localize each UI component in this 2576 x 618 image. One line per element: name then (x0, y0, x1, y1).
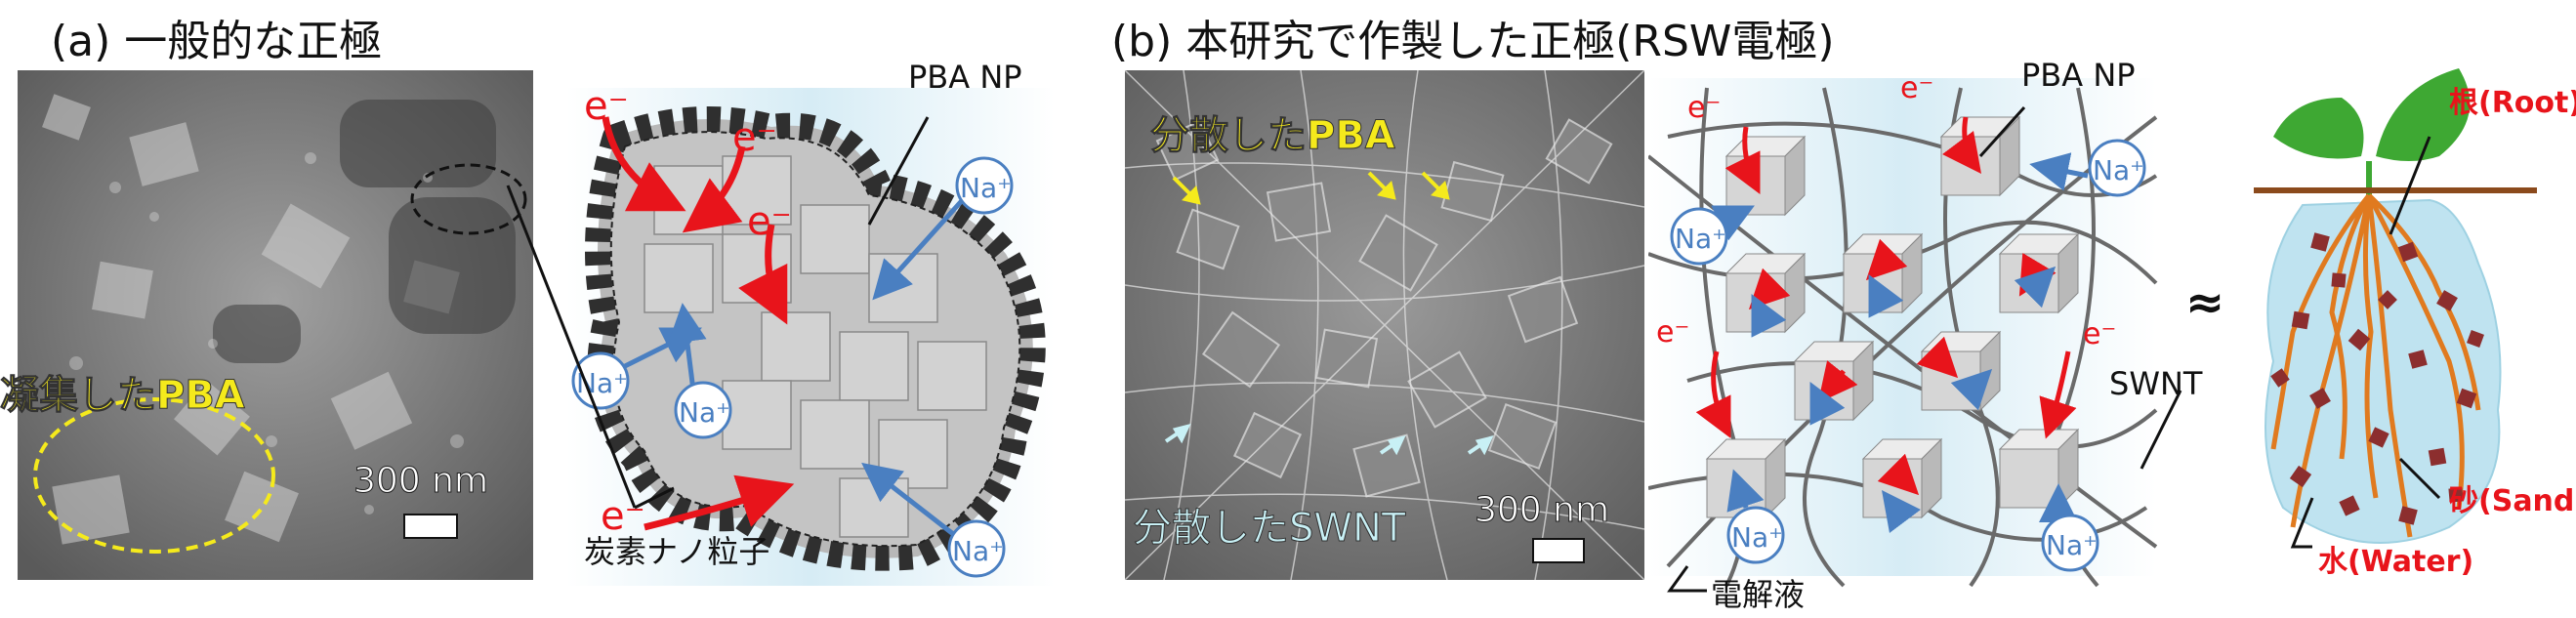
root-pointer (2389, 136, 2431, 235)
svg-text:Na⁺: Na⁺ (679, 396, 730, 429)
pba-pointer-b (1978, 105, 2026, 158)
pba-pointer-a (867, 116, 930, 226)
electrolyte-label: 電解液 (1711, 576, 1806, 613)
electron-label: e⁻ (2083, 317, 2116, 351)
svg-text:Na⁺: Na⁺ (960, 172, 1012, 204)
electron-label: e⁻ (1656, 315, 1689, 350)
swnt-pointer (2140, 390, 2182, 470)
svg-text:Na⁺: Na⁺ (1675, 223, 1726, 255)
dispersed-swnt-label: 分散したSWNT (1132, 506, 1406, 552)
sodium-arrows-a (613, 193, 969, 539)
panel-b-title: (b) 本研究で作製した正極(RSW電極) (1111, 17, 1835, 66)
water-pointer (2290, 497, 2314, 549)
svg-text:Na⁺: Na⁺ (1731, 521, 1783, 554)
sodium-ion-b: Na⁺ (1670, 207, 1728, 266)
sodium-ion-a: Na⁺ (674, 381, 732, 439)
dispersed-pba-label: 分散したPBA (1150, 113, 1396, 159)
electron-label: e⁻ (1900, 71, 1933, 105)
schematic-a: e⁻ e⁻ e⁻ e⁻ Na⁺ Na⁺ Na⁺ Na⁺ (566, 84, 1055, 586)
sem-image-a (18, 70, 533, 580)
sodium-arrows-b (1711, 152, 2089, 533)
electrolyte-pointer (1667, 565, 1707, 593)
scalebar-a (403, 514, 458, 539)
electron-label: e⁻ (747, 199, 792, 244)
leaf-icon (2273, 68, 2471, 195)
svg-text:Na⁺: Na⁺ (2046, 529, 2098, 561)
agg-highlight-circle (33, 397, 275, 554)
ground-line (2254, 187, 2537, 193)
scalebar-a-label: 300 nm (353, 461, 489, 502)
agg-pba-label: 凝集したPBA (0, 373, 245, 419)
carbon-pointer-lines (506, 185, 675, 510)
sodium-ion-a: Na⁺ (571, 351, 630, 410)
electron-label: e⁻ (732, 115, 777, 160)
pba-indicator-arrows (1172, 171, 1450, 205)
electron-arrows-a (602, 116, 795, 531)
sodium-ion-a: Na⁺ (947, 519, 1006, 578)
swnt-label: SWNT (2109, 365, 2203, 402)
sand-pointer (2398, 457, 2441, 500)
pba-np-label-b: PBA NP (2021, 57, 2136, 94)
sand-particles (2270, 232, 2484, 525)
electron-label: e⁻ (1687, 91, 1721, 125)
electron-label: e⁻ (584, 84, 629, 129)
swnt-indicator-arrows (1164, 424, 1494, 456)
plant-analogy (2254, 68, 2537, 549)
schematic-b: e⁻ e⁻ e⁻ e⁻ Na⁺ Na⁺ Na⁺ Na⁺ (1648, 71, 2182, 593)
water-label: 水(Water) (2318, 537, 2473, 580)
sodium-ion-b: Na⁺ (1726, 506, 1785, 564)
panel-a-title: (a) 一般的な正極 (51, 17, 383, 66)
carbon-label: 炭素ナノ粒子 (584, 533, 770, 570)
sodium-ion-b: Na⁺ (2041, 514, 2099, 572)
sand-label: 砂(Sand) (2449, 476, 2576, 519)
sodium-ion-b: Na⁺ (2088, 139, 2146, 197)
sem-texture-a (18, 70, 533, 580)
svg-text:Na⁺: Na⁺ (952, 535, 1004, 567)
root-label-text: 根(Root) (2449, 86, 2576, 120)
sem-image-b (1125, 70, 1644, 580)
carbon-highlight-circle (410, 163, 527, 235)
sodium-ion-a: Na⁺ (955, 156, 1014, 215)
sem-texture-b (1125, 70, 1644, 580)
svg-text:Na⁺: Na⁺ (2093, 154, 2144, 186)
pba-np-label-a: PBA NP (908, 59, 1022, 96)
water-label-text: 水(Water) (2318, 545, 2474, 579)
electron-label: e⁻ (601, 494, 645, 539)
scalebar-b-label: 300 nm (1474, 490, 1610, 531)
sand-label-text: 砂(Sand) (2449, 484, 2576, 518)
root-label: 根(Root) (2449, 78, 2576, 121)
approx-symbol: ≈ (2185, 275, 2225, 330)
scalebar-b (1532, 538, 1585, 563)
